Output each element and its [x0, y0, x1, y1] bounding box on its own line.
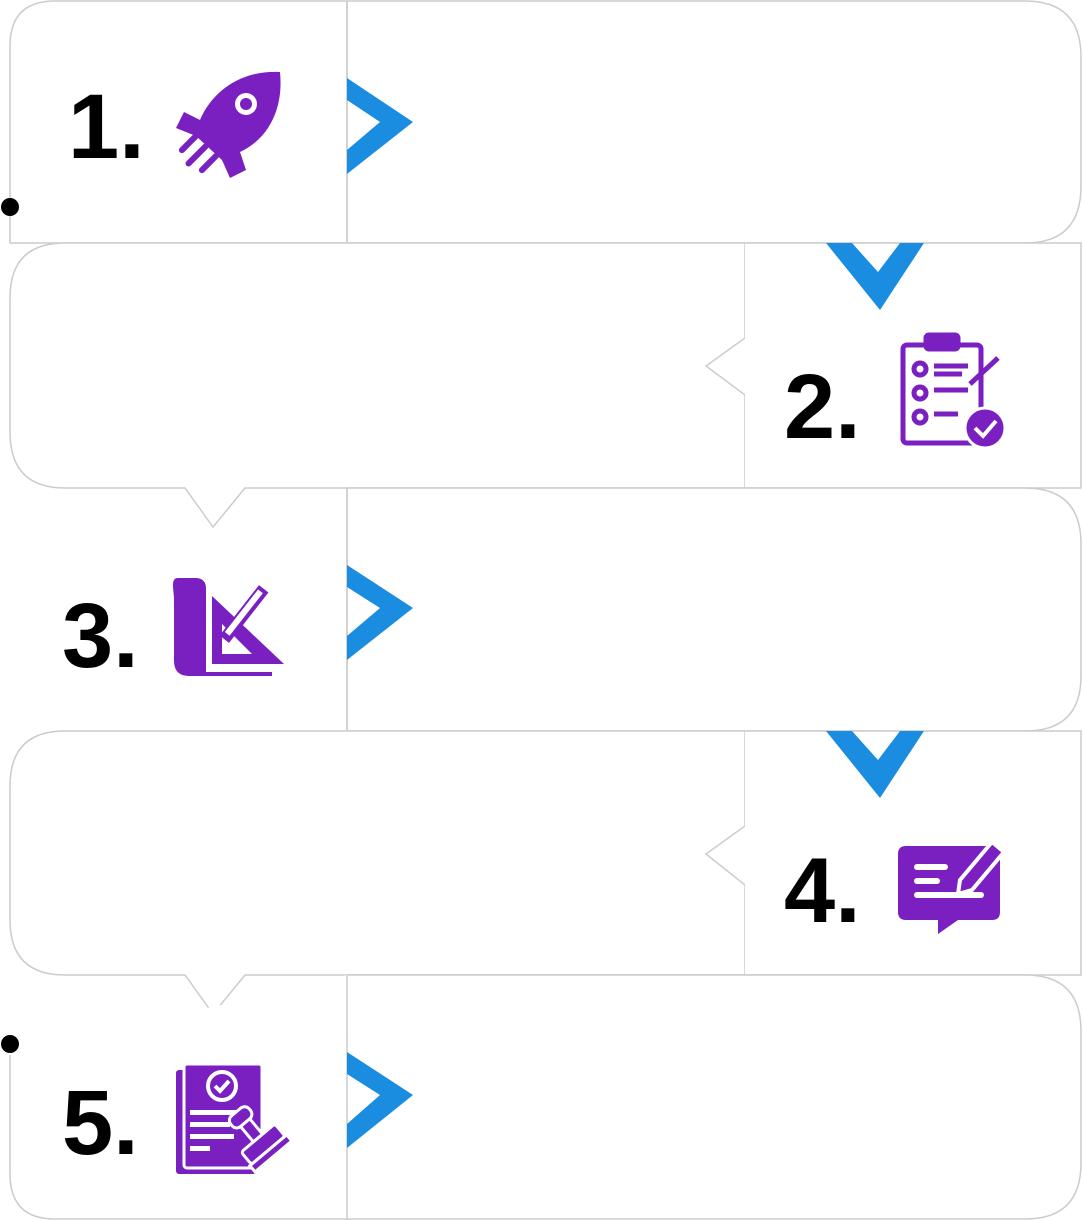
- step-3: 3.: [62, 487, 1082, 732]
- step-5-number: 5.: [62, 1072, 139, 1174]
- step-5-right-chevron: [347, 1052, 413, 1148]
- step-4-down-chevron: [826, 731, 924, 798]
- approved-document-stamp-icon: [176, 1062, 294, 1174]
- step-5-card: [9, 974, 1082, 1220]
- message-edit-icon: [898, 839, 1007, 934]
- clipboard-checklist-icon: [900, 332, 1007, 450]
- step-1: 1.: [9, 0, 1082, 244]
- step-3-right-chevron: [347, 565, 413, 660]
- step-5: 5.: [9, 974, 1082, 1220]
- step-4-number: 4.: [784, 840, 861, 942]
- blueprint-ruler-icon: [173, 578, 284, 676]
- step-1-right-chevron: [347, 78, 413, 174]
- step-3-number: 3.: [62, 585, 139, 687]
- step-4-card: [9, 730, 746, 1016]
- step-2-number: 2.: [784, 356, 861, 458]
- step-2-down-chevron: [826, 243, 924, 310]
- step-2-card: [9, 242, 746, 529]
- step-1-card: [9, 0, 1082, 244]
- bullet-dot-top: [1, 198, 19, 216]
- rocket-icon: [176, 71, 281, 178]
- step-3-card: [346, 487, 1082, 732]
- step-1-number: 1.: [68, 76, 145, 178]
- bullet-dot-bottom: [1, 1035, 19, 1053]
- step-2: 2.: [9, 242, 1082, 529]
- step-4: 4.: [9, 730, 1082, 1016]
